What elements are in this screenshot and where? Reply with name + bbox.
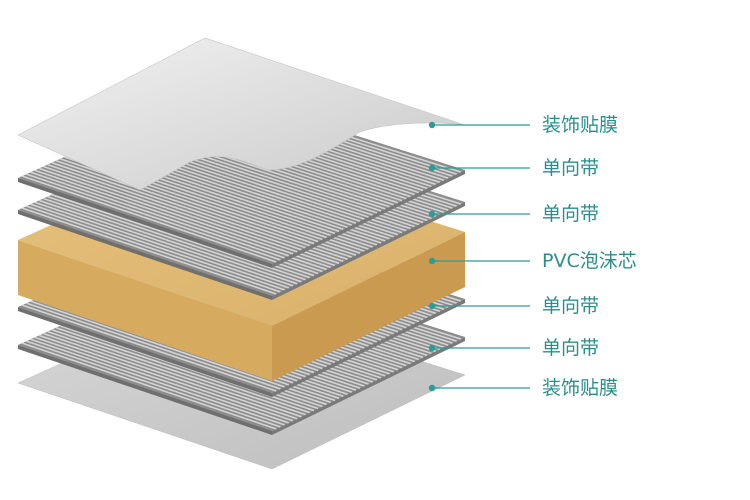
leader-line xyxy=(428,210,530,218)
leader-line xyxy=(428,164,530,172)
label-film-bottom: 装饰贴膜 xyxy=(542,377,619,399)
leader-dot-icon xyxy=(428,210,436,218)
leader-line xyxy=(428,257,530,265)
leader-line xyxy=(428,121,530,129)
label-strip-1: 单向带 xyxy=(542,157,600,179)
top-film-layer xyxy=(17,37,466,191)
leader-line xyxy=(428,302,530,310)
label-strip-2: 单向带 xyxy=(542,203,600,225)
label-film-top: 装饰贴膜 xyxy=(542,114,619,136)
leader-line xyxy=(428,384,530,392)
leader-dot-icon xyxy=(428,302,436,310)
leader-dot-icon xyxy=(428,121,436,129)
label-strip-3: 单向带 xyxy=(542,295,600,317)
leader-dot-icon xyxy=(428,257,436,265)
label-strip-4: 单向带 xyxy=(542,337,600,359)
label-foam-core: PVC泡沫芯 xyxy=(542,250,637,272)
leader-dot-icon xyxy=(428,384,436,392)
leader-dot-icon xyxy=(428,344,436,352)
leader-line xyxy=(428,344,530,352)
leader-dot-icon xyxy=(428,164,436,172)
